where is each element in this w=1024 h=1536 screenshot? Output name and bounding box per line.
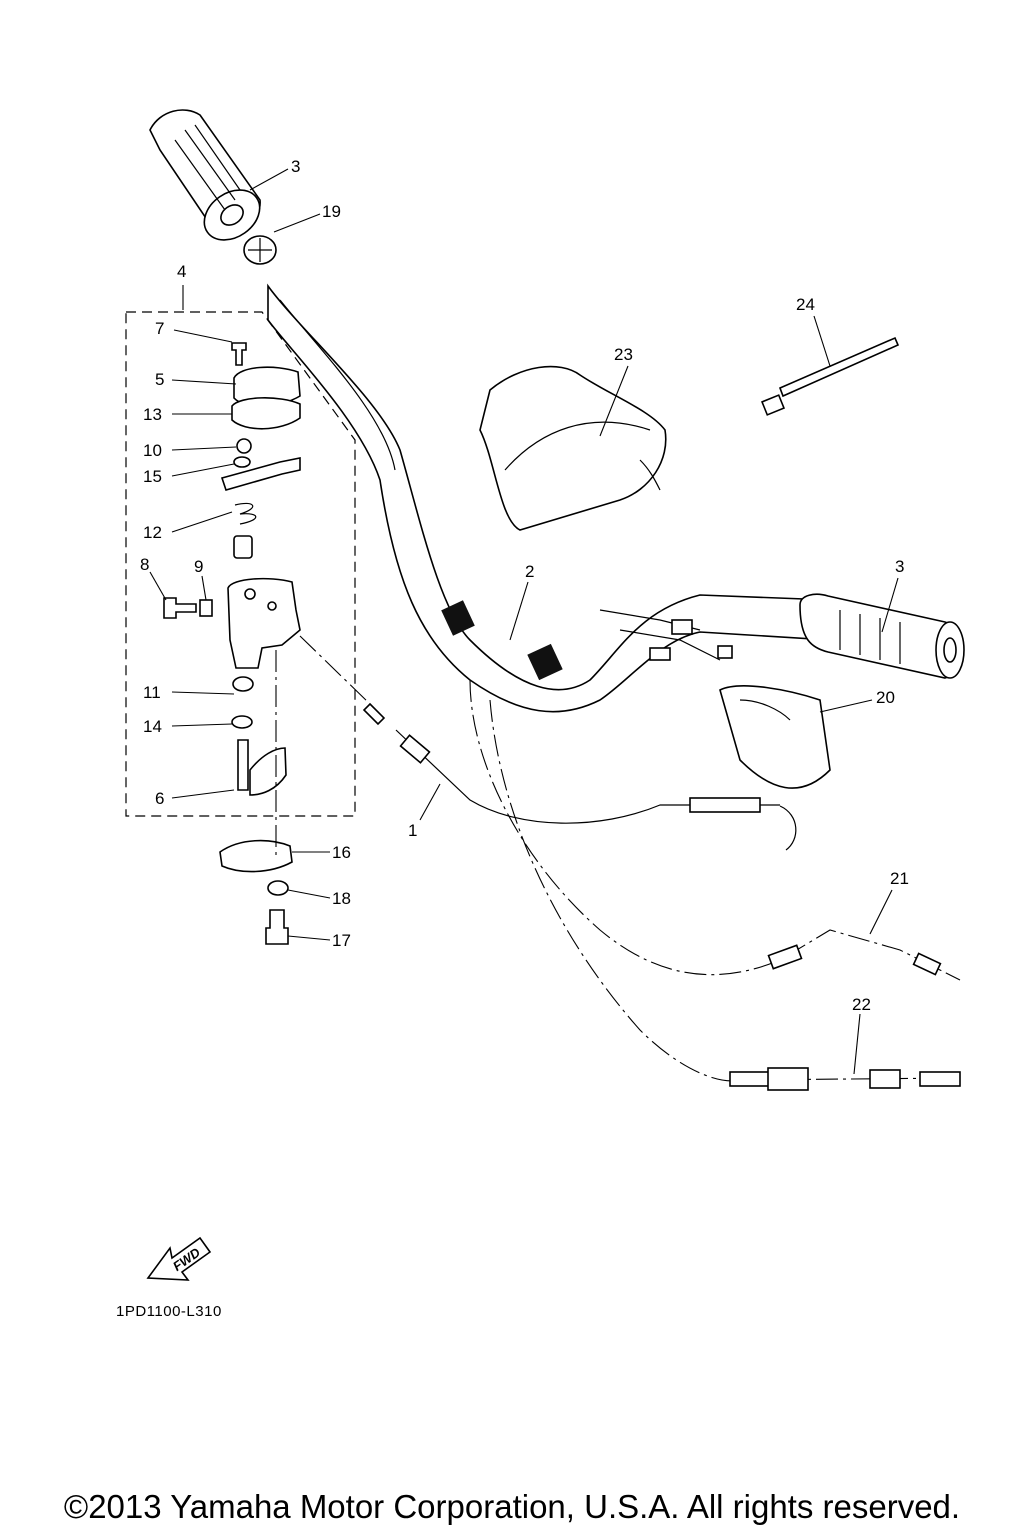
diagram-code: 1PD1100-L310: [116, 1303, 222, 1320]
right-grip: [799, 593, 965, 679]
callout-19: 19: [322, 202, 341, 221]
callout-14: 14: [143, 717, 162, 736]
callout-16: 16: [332, 843, 351, 862]
cables: [469, 609, 961, 1091]
callout-22: 22: [852, 995, 871, 1014]
callout-4: 4: [177, 262, 186, 281]
copyright-notice: ©2013 Yamaha Motor Corporation, U.S.A. A…: [63, 1488, 961, 1525]
callout-21: 21: [890, 869, 909, 888]
cable-tie: [760, 336, 900, 416]
callout-3a: 3: [291, 157, 300, 176]
fwd-arrow: FWD: [146, 1236, 212, 1281]
callout-9: 9: [194, 557, 203, 576]
callout-6: 6: [155, 789, 164, 808]
callout-3b: 3: [895, 557, 904, 576]
throttle-cable: [299, 635, 797, 851]
callout-labels: 3 19 4 7 5 13 10 15 12 8 9 11 14 6 16 18…: [140, 157, 909, 1014]
handlebar-cover: [479, 365, 667, 531]
callout-13: 13: [143, 405, 162, 424]
collar: [243, 235, 277, 265]
callout-17: 17: [332, 931, 351, 950]
callout-11: 11: [143, 683, 161, 702]
switch-boot: [719, 685, 831, 789]
callout-5: 5: [155, 370, 164, 389]
throttle-parts: [163, 342, 301, 945]
callout-15: 15: [143, 467, 162, 486]
callout-18: 18: [332, 889, 351, 908]
callout-20: 20: [876, 688, 895, 707]
assembly-box: [125, 311, 356, 817]
callout-8: 8: [140, 555, 149, 574]
callout-2: 2: [525, 562, 534, 581]
callout-12: 12: [143, 523, 162, 542]
callout-24: 24: [796, 295, 815, 314]
callout-7: 7: [155, 319, 164, 338]
callout-10: 10: [143, 441, 162, 460]
callout-23: 23: [614, 345, 633, 364]
callout-1: 1: [408, 821, 417, 840]
leader-lines: [149, 168, 899, 1075]
left-grip: [149, 109, 261, 241]
